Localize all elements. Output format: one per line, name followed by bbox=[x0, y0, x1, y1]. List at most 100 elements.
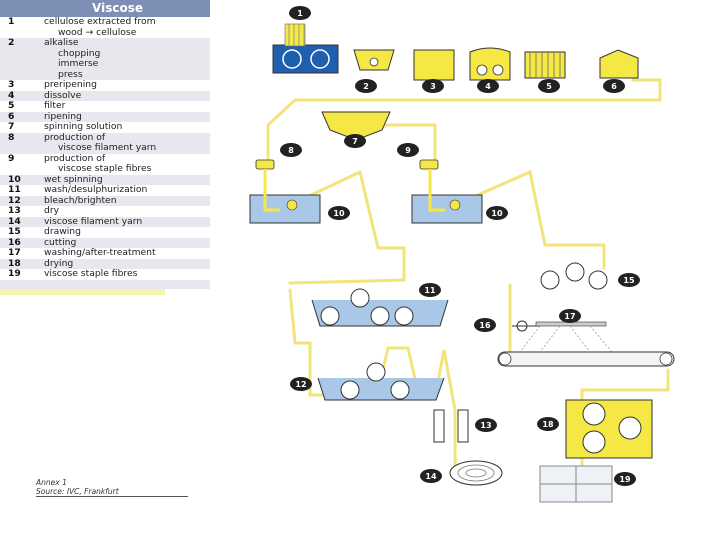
legend-item-subtext: press bbox=[58, 68, 83, 80]
legend-item-text: wash/desulphurization bbox=[44, 184, 210, 196]
legend-item-number: 2 bbox=[8, 37, 15, 48]
step-badge-label: 11 bbox=[424, 286, 436, 295]
legend-item-label: dry bbox=[44, 205, 60, 216]
legend-title: Viscose bbox=[0, 0, 210, 17]
step-badge-label: 3 bbox=[430, 82, 436, 91]
legend-item-number: 17 bbox=[8, 247, 21, 258]
source-label: Source: IVC, Frankfurt bbox=[36, 487, 119, 496]
step-badge-bg bbox=[603, 79, 625, 93]
legend-footer bbox=[0, 279, 210, 289]
cutter-16 bbox=[512, 320, 540, 332]
filament-yarn-path-2 bbox=[288, 288, 342, 397]
legend-item: 3 preripening bbox=[0, 79, 210, 91]
legend-item-label: spinning solution bbox=[44, 121, 123, 132]
step-badge-label: 13 bbox=[480, 421, 491, 430]
legend-item: 15 drawing bbox=[0, 226, 210, 238]
bleach-bath-12 bbox=[317, 362, 445, 401]
legend-item-number: 16 bbox=[8, 236, 21, 248]
legend-item-number: 18 bbox=[8, 257, 21, 269]
legend-item-number: 15 bbox=[8, 226, 21, 237]
legend-item-number: 3 bbox=[8, 79, 15, 90]
legend-item-text: dissolve bbox=[44, 89, 210, 102]
legend-item-number: 14 bbox=[8, 215, 21, 227]
step-badge-label: 19 bbox=[619, 475, 631, 484]
step-badge-label: 7 bbox=[352, 137, 358, 146]
step-badge-bg bbox=[397, 143, 419, 157]
step-4-dissolve bbox=[469, 47, 511, 81]
legend-item-text: filter bbox=[44, 100, 210, 112]
annex-label: Annex 1 bbox=[36, 478, 67, 487]
step-badge-label: 10 bbox=[333, 209, 345, 218]
legend-item-number: 12 bbox=[8, 194, 21, 206]
step-badge-label: 18 bbox=[542, 420, 554, 429]
pipe-to-spinner-9 bbox=[380, 123, 437, 170]
step-badge-label: 4 bbox=[485, 82, 491, 91]
step-badge-bg bbox=[420, 469, 442, 483]
legend-item-label: production of bbox=[44, 131, 106, 143]
step-badge-bg bbox=[344, 134, 366, 148]
legend-item-label: cutting bbox=[44, 236, 77, 248]
legend-item-label: production of bbox=[44, 152, 106, 164]
step-badge-label: 12 bbox=[295, 380, 306, 389]
legend-item: 14 viscose filament yarn bbox=[0, 215, 210, 228]
legend-item-text: cutting bbox=[44, 236, 210, 249]
legend-item-number: 13 bbox=[8, 205, 21, 216]
step-badge-label: 10 bbox=[491, 209, 503, 218]
legend-item-subtext: immerse bbox=[58, 58, 99, 69]
legend-item-label: wash/desulphurization bbox=[44, 184, 148, 195]
legend-item-text: drawing bbox=[44, 226, 210, 238]
legend-item: 16 cutting bbox=[0, 236, 210, 249]
step-badge-label: 17 bbox=[564, 312, 575, 321]
legend-item: 17 washing/after-treatment bbox=[0, 247, 210, 259]
staple-fibre-path bbox=[453, 169, 606, 270]
legend-item-text: ripening bbox=[44, 111, 210, 123]
step-badge-bg bbox=[355, 79, 377, 93]
legend-item-label: bleach/brighten bbox=[44, 194, 117, 206]
source-rule bbox=[36, 496, 188, 497]
legend-item-label: drying bbox=[44, 257, 74, 269]
legend-item-subtext: viscose filament yarn bbox=[58, 142, 157, 153]
step-badge-bg bbox=[559, 309, 581, 323]
spinning-bath-8 bbox=[249, 159, 321, 224]
step-7-spinning-solution bbox=[321, 111, 391, 141]
step-badge-label: 5 bbox=[546, 82, 552, 91]
step-badge-label: 16 bbox=[479, 321, 491, 330]
step-badge-bg bbox=[280, 143, 302, 157]
step-badge-label: 15 bbox=[623, 276, 635, 285]
legend-item-text: dry bbox=[44, 205, 210, 217]
legend-item-number: 4 bbox=[8, 89, 15, 101]
legend-item-label: dissolve bbox=[44, 89, 82, 101]
step-6-ripening bbox=[599, 49, 639, 79]
legend-item: 12 bleach/brighten bbox=[0, 194, 210, 206]
step-badge-bg bbox=[538, 79, 560, 93]
legend-item-text: wet spinning bbox=[44, 173, 210, 186]
step-badge-bg bbox=[537, 417, 559, 431]
legend-item-number: 8 bbox=[8, 131, 15, 143]
legend-item-number: 5 bbox=[8, 100, 15, 111]
legend-item-label: washing/after-treatment bbox=[44, 247, 156, 258]
legend-item-subtext: chopping bbox=[58, 47, 101, 59]
step-badge-bg bbox=[474, 318, 496, 332]
legend-item-text: viscose filament yarn bbox=[44, 216, 210, 228]
step-badge-label: 14 bbox=[425, 472, 437, 481]
legend-item-label: wet spinning bbox=[44, 173, 103, 185]
dryer-13 bbox=[433, 409, 469, 443]
step-badge-label: 9 bbox=[405, 146, 411, 155]
step-badge-label: 6 bbox=[611, 82, 617, 91]
step-1-cellulose bbox=[272, 23, 339, 74]
step-badge-bg bbox=[614, 472, 636, 486]
staple-fibre-path-2 bbox=[498, 283, 512, 357]
legend-item-text: washing/after-treatment bbox=[44, 247, 210, 259]
legend-item-number: 11 bbox=[8, 184, 21, 195]
legend-item-label: preripening bbox=[44, 79, 97, 90]
step-5-filter bbox=[524, 51, 566, 79]
